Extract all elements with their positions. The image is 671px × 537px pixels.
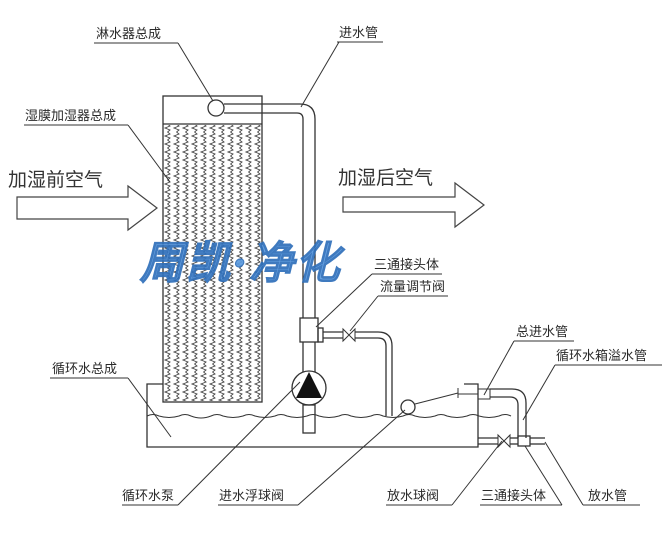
leader-lines [24, 41, 662, 506]
inlet-pipe [224, 103, 316, 318]
label-circulating-water-assembly: 循环水总成 [52, 362, 117, 377]
air-after-label: 加湿后空气 [338, 167, 433, 189]
drain-pipe [478, 437, 545, 445]
tee-joint-upper-outlet [317, 327, 324, 343]
circulating-pump [291, 370, 327, 434]
air-after-arrow [342, 181, 485, 229]
tee-joint-lower [517, 435, 531, 447]
label-wet-film-humidifier-assembly: 湿膜加湿器总成 [25, 109, 116, 124]
flow-control-valve [342, 327, 356, 343]
label-tank-overflow-pipe: 循环水箱溢水管 [556, 348, 647, 364]
humidifier-casing [162, 95, 263, 403]
drain-ball-valve [497, 433, 511, 449]
tee-joint-upper [299, 317, 319, 343]
wet-film-media [164, 125, 261, 401]
label-tee-joint-lower: 三通接头体 [481, 488, 546, 504]
label-flow-control-valve: 流量调节阀 [380, 280, 445, 295]
label-drain-pipe: 放水管 [588, 489, 627, 504]
label-sprinkler-assembly: 淋水器总成 [96, 27, 161, 42]
label-drain-ball-valve: 放水球阀 [387, 489, 439, 504]
water-level-line [146, 414, 512, 419]
bypass-pipe [323, 331, 393, 416]
main-inlet-pipe [477, 388, 527, 438]
label-inlet-float-valve: 进水浮球阀 [219, 489, 284, 504]
label-tee-joint-upper: 三通接头体 [374, 257, 439, 273]
label-circulating-pump: 循环水泵 [122, 489, 174, 504]
air-before-label: 加湿前空气 [8, 169, 103, 191]
label-inlet-pipe: 进水管 [339, 26, 378, 41]
air-before-arrow [16, 184, 158, 232]
inlet-float-valve [400, 388, 478, 415]
label-main-inlet-pipe: 总进水管 [516, 325, 568, 340]
watermark: 周凯·净化 [139, 238, 345, 289]
sprinkler-head [207, 99, 225, 117]
wet-film-humidifier [162, 95, 263, 403]
